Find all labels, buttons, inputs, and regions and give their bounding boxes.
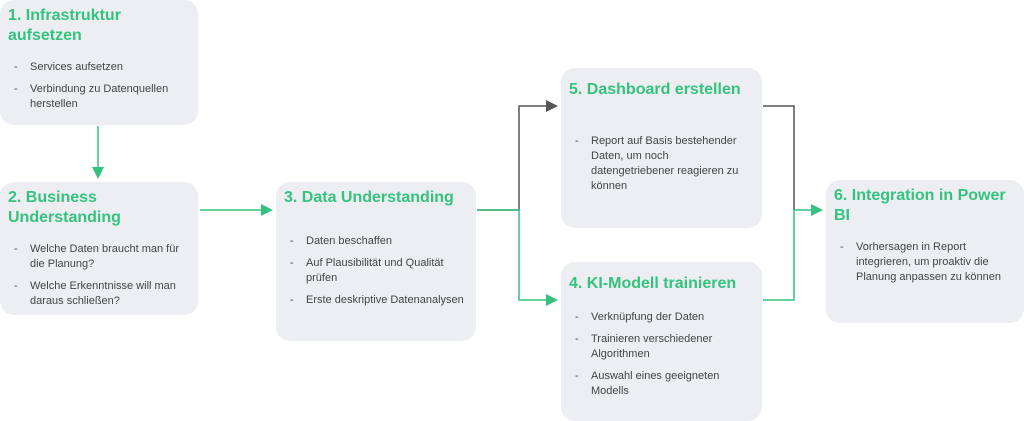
step-title: 3. Data Understanding [284, 189, 454, 206]
step-item: Verbindung zu Datenquellen herstellen [8, 82, 190, 112]
step-item: Auswahl eines geeigneten Modells [569, 369, 754, 399]
step-1-card: 1. Infrastruktur aufsetzen Services aufs… [0, 0, 198, 125]
line-5-to-6 [763, 105, 795, 210]
step-title: 5. Dashboard erstellen [569, 81, 741, 98]
step-item: Trainieren verschiedener Algorithmen [569, 332, 754, 362]
step-item: Daten beschaffen [284, 234, 468, 249]
step-title: 2. Business Understanding [8, 189, 121, 226]
step-item: Report auf Basis bestehender Daten, um n… [569, 134, 754, 194]
step-6-card: 6. Integration in Power BI Vorhersagen i… [826, 180, 1024, 323]
step-4-card: 4. KI-Modell trainieren Verknüpfung der … [561, 262, 762, 421]
step-2-card: 2. Business Understanding Welche Daten b… [0, 182, 198, 315]
line-4-to-6 [763, 210, 795, 301]
step-item: Erste deskriptive Datenanalysen [284, 293, 468, 308]
step-5-card: 5. Dashboard erstellen Report auf Basis … [561, 68, 762, 228]
step-title: 4. KI-Modell trainieren [569, 275, 737, 292]
step-item: Services aufsetzen [8, 60, 190, 75]
arrow-3-to-5 [477, 100, 558, 211]
step-title: 6. Integration in Power BI [834, 187, 1006, 224]
step-item: Vorhersagen in Report integrieren, um pr… [834, 240, 1016, 285]
step-item: Auf Plausibilität und Qualität prüfen [284, 256, 468, 286]
step-item: Welche Erkenntnisse will man daraus schl… [8, 279, 190, 309]
step-item: Verknüpfung der Daten [569, 310, 754, 325]
step-3-card: 3. Data Understanding Daten beschaffenAu… [276, 182, 476, 341]
step-item: Welche Daten braucht man für die Planung… [8, 242, 190, 272]
arrow-3-to-4 [477, 209, 558, 306]
step-title: 1. Infrastruktur aufsetzen [8, 7, 121, 44]
